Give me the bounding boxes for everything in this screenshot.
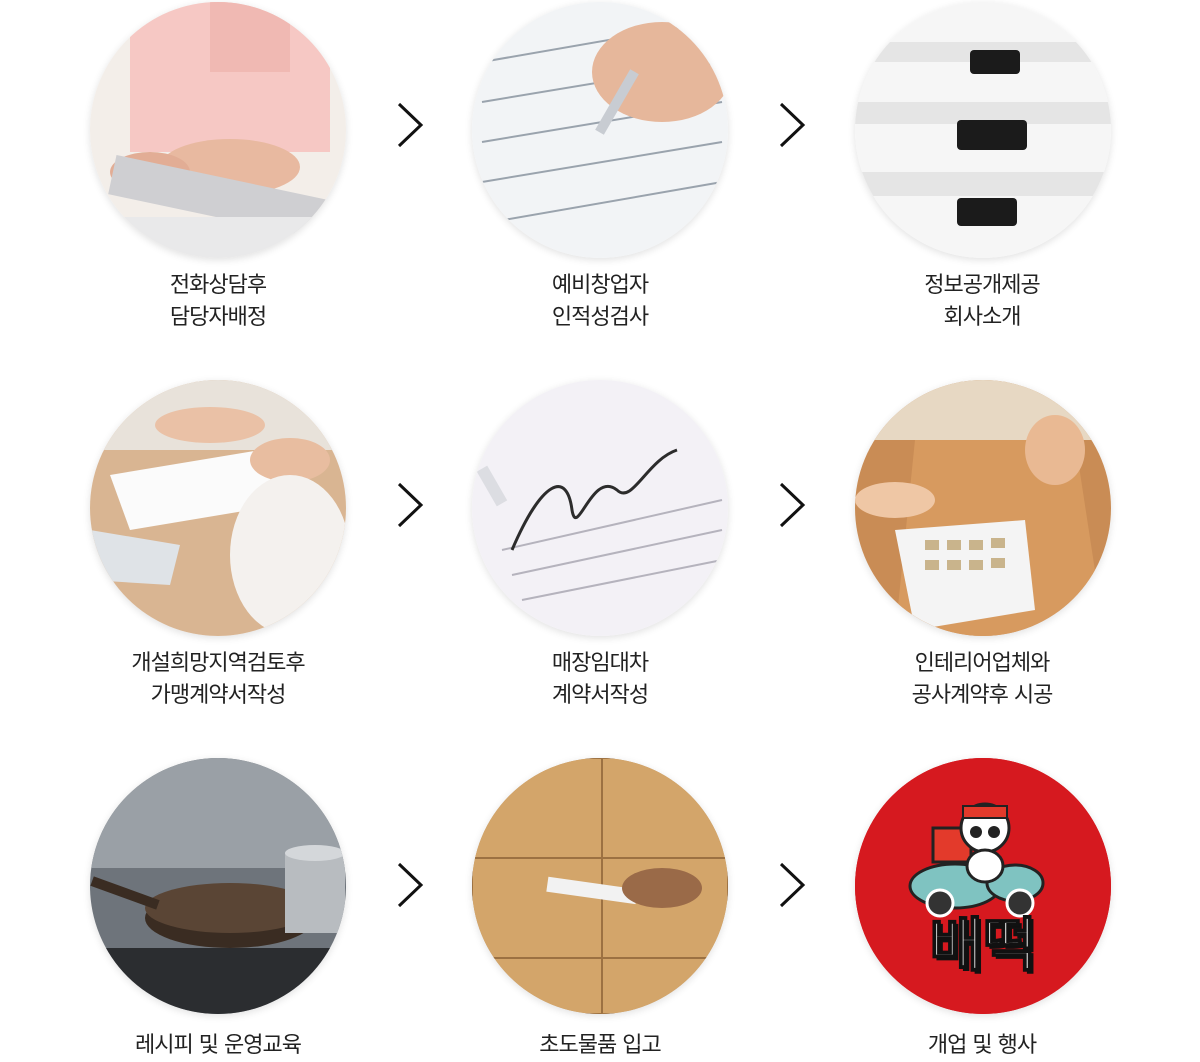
step-9-line1: 개업 및 행사 — [927, 1033, 1037, 1058]
step-5-line2: 계약서작성 — [551, 683, 649, 708]
interior-photo-icon — [855, 380, 1111, 636]
brand-logo-text: 배떡 — [929, 910, 1038, 980]
chevron-right-icon — [777, 100, 807, 150]
step-6-label: 인테리어업체와 공사계약후 시공 — [822, 648, 1142, 712]
step-8-photo — [472, 758, 728, 1014]
chevron-right-icon — [395, 480, 425, 530]
boxes-photo-icon — [472, 758, 728, 1014]
step-1-photo — [90, 2, 346, 258]
step-3-line2: 회사소개 — [943, 305, 1022, 330]
step-5-line1: 매장임대차 — [551, 651, 649, 676]
step-3-line1: 정보공개제공 — [924, 273, 1040, 298]
step-8-label: 초도물품 입고 — [440, 1030, 760, 1062]
step-3-photo — [855, 2, 1111, 258]
step-4-label: 개설희망지역검토후 가맹계약서작성 — [58, 648, 378, 712]
step-9-logo: 배떡 — [855, 758, 1111, 1014]
step-7-line1: 레시피 및 운영교육 — [135, 1033, 302, 1058]
step-2-line1: 예비창업자 — [551, 273, 649, 298]
step-4-photo — [90, 380, 346, 636]
step-7-photo — [90, 758, 346, 1014]
step-5-photo — [472, 380, 728, 636]
brand-logo-icon — [855, 758, 1111, 1014]
step-2-label: 예비창업자 인적성검사 — [440, 270, 760, 334]
step-1-line2: 담당자배정 — [169, 305, 267, 330]
step-4-line2: 가맹계약서작성 — [150, 683, 287, 708]
step-2-photo — [472, 2, 728, 258]
step-2-line2: 인적성검사 — [551, 305, 649, 330]
signature-photo-icon — [472, 380, 728, 636]
step-1-line1: 전화상담후 — [169, 273, 267, 298]
cooking-photo-icon — [90, 758, 346, 1014]
typing-photo-icon — [90, 2, 346, 258]
chevron-right-icon — [777, 860, 807, 910]
step-6-photo — [855, 380, 1111, 636]
meeting-photo-icon — [90, 380, 346, 636]
step-4-line1: 개설희망지역검토후 — [131, 651, 305, 676]
chevron-right-icon — [777, 480, 807, 530]
step-5-label: 매장임대차 계약서작성 — [440, 648, 760, 712]
step-8-line1: 초도물품 입고 — [539, 1033, 661, 1058]
step-6-line2: 공사계약후 시공 — [911, 683, 1054, 708]
step-6-line1: 인테리어업체와 — [914, 651, 1051, 676]
form-writing-photo-icon — [472, 2, 728, 258]
chevron-right-icon — [395, 100, 425, 150]
document-stack-photo-icon — [855, 2, 1111, 258]
step-7-label: 레시피 및 운영교육 — [58, 1030, 378, 1062]
step-1-label: 전화상담후 담당자배정 — [58, 270, 378, 334]
step-3-label: 정보공개제공 회사소개 — [822, 270, 1142, 334]
chevron-right-icon — [395, 860, 425, 910]
step-9-label: 개업 및 행사 — [822, 1030, 1142, 1062]
